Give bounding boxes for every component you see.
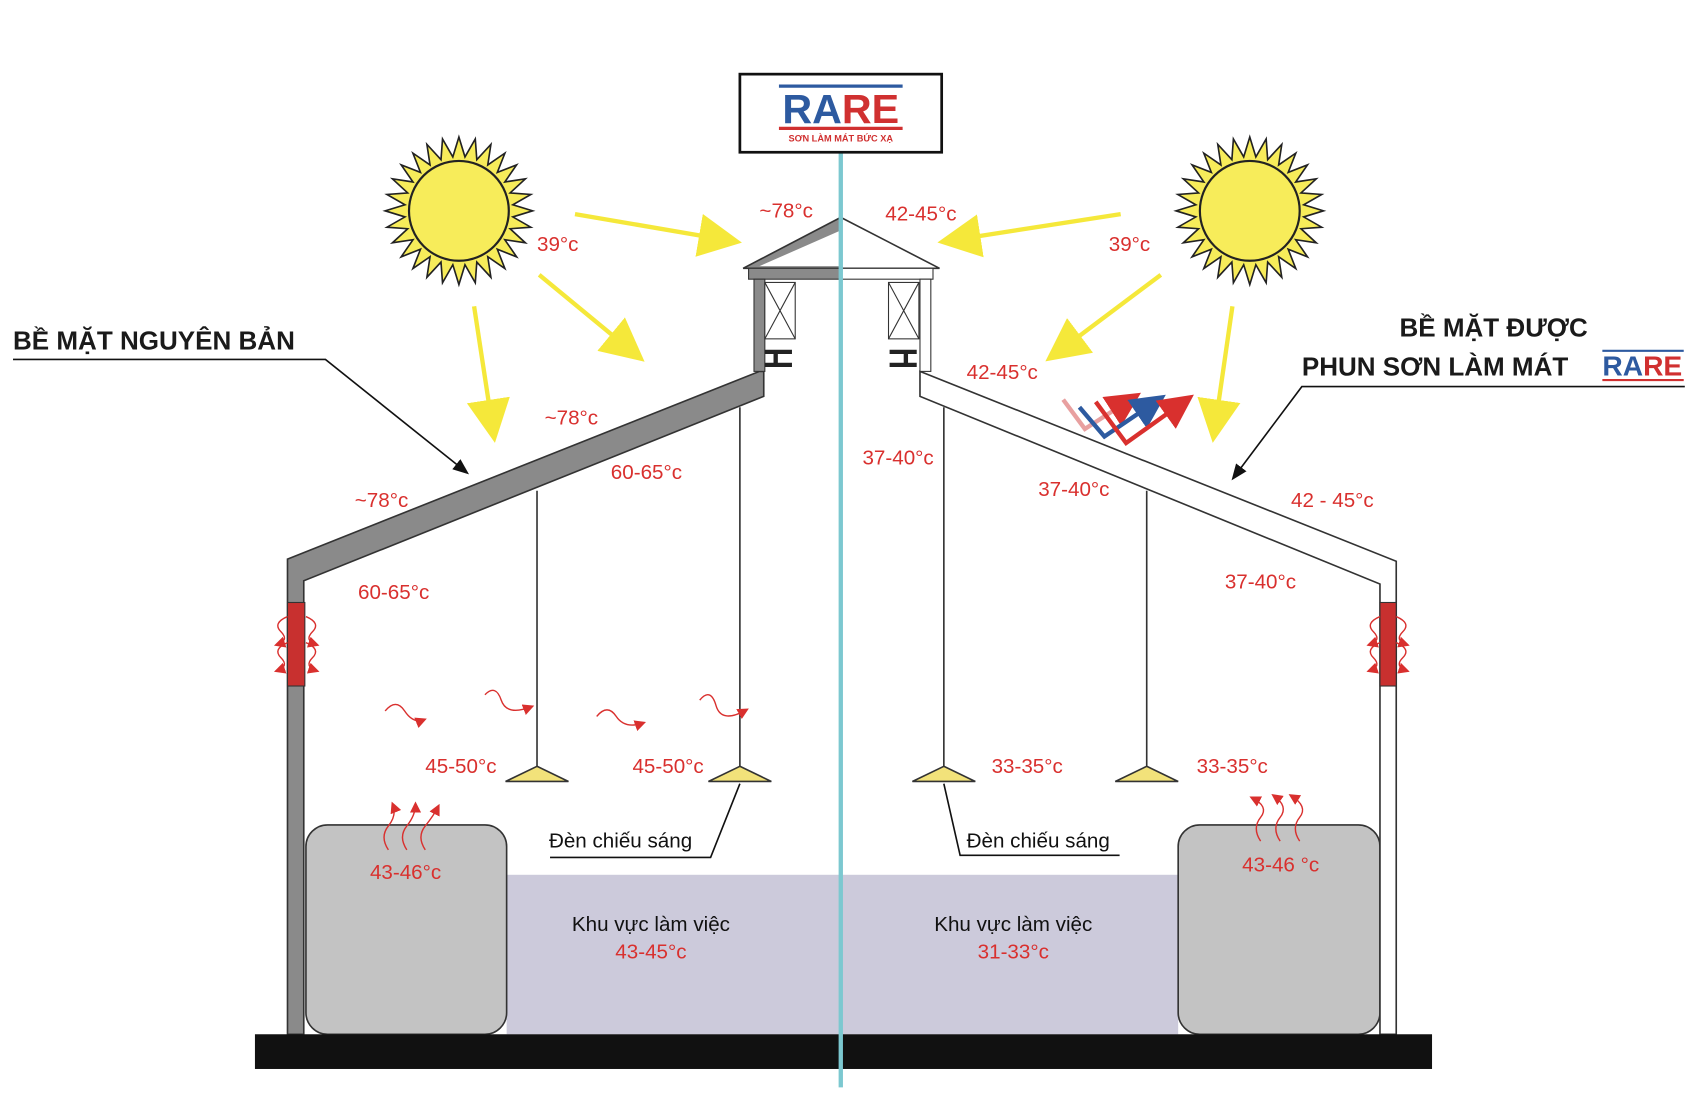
temp-left-roof-low: ~78°c xyxy=(355,489,409,512)
temp-right-roof-low: 42 - 45°c xyxy=(1291,489,1374,512)
sun-rays xyxy=(466,211,1241,443)
temp-left-roof-under: 60-65°c xyxy=(611,461,682,484)
temp-left-lamp1: 45-50°c xyxy=(425,755,496,778)
temp-left-cupola: ~78°c xyxy=(759,199,813,222)
vent-left xyxy=(286,601,306,687)
work-area-label-left: Khu vực làm việc xyxy=(572,913,730,936)
temp-right-lamp1: 33-35°c xyxy=(992,755,1063,778)
heading-brand: RARE xyxy=(1602,350,1682,382)
lamps xyxy=(505,407,1179,783)
heading-painted-2: PHUN SƠN LÀM MÁT xyxy=(1302,352,1569,382)
work-area-label-right: Khu vực làm việc xyxy=(934,913,1092,936)
heat-wave-icons xyxy=(273,615,1410,851)
temp-right-lamp2: 33-35°c xyxy=(1197,755,1268,778)
leader-right xyxy=(1231,385,1685,481)
svg-text:SƠN LÀM MÁT BỨC XẠ: SƠN LÀM MÁT BỨC XẠ xyxy=(788,132,893,143)
temp-right-machine: 43-46 °c xyxy=(1242,854,1319,877)
temp-right-roof-top: 42-45°c xyxy=(967,361,1038,384)
temp-left-air: 39°c xyxy=(537,233,578,256)
temp-right-roof-under: 37-40°c xyxy=(1038,478,1109,501)
temp-right-under-ridge: 37-40°c xyxy=(862,447,933,470)
temp-right-air: 39°c xyxy=(1109,233,1150,256)
temp-right-cupola: 42-45°c xyxy=(885,203,956,226)
temp-left-work-area: 43-45°c xyxy=(615,940,686,963)
sun-disc xyxy=(407,159,510,262)
lamp-label-right: Đèn chiếu sáng xyxy=(967,830,1110,853)
temp-left-wall-inside: 60-65°c xyxy=(358,581,429,604)
lamp-leader-right xyxy=(943,783,1120,857)
svg-text:RARE: RARE xyxy=(782,86,899,132)
heading-painted-1: BỀ MẶT ĐƯỢC xyxy=(1399,313,1588,343)
temp-right-wall-inside: 37-40°c xyxy=(1225,570,1296,593)
temp-left-machine: 43-46°c xyxy=(370,861,441,884)
lamp-label-left: Đèn chiếu sáng xyxy=(549,830,692,853)
leader-left xyxy=(13,358,470,475)
temp-left-lamp2: 45-50°c xyxy=(632,755,703,778)
vent-right xyxy=(1379,601,1397,687)
sun-disc xyxy=(1198,159,1301,262)
machine-left xyxy=(305,824,508,1036)
rare-logo: RARE SƠN LÀM MÁT BỨC XẠ xyxy=(738,72,944,154)
sun-icon xyxy=(382,134,536,288)
lamp-leader-left xyxy=(550,783,741,859)
ground xyxy=(254,1034,1433,1069)
sun-icon xyxy=(1173,134,1327,288)
cupola xyxy=(742,216,940,372)
temp-left-roof-top: ~78°c xyxy=(545,407,599,430)
reflection-arrows xyxy=(1061,392,1194,447)
temp-right-work-area: 31-33°c xyxy=(978,940,1049,963)
heading-original: BỀ MẶT NGUYÊN BẢN xyxy=(13,326,295,356)
